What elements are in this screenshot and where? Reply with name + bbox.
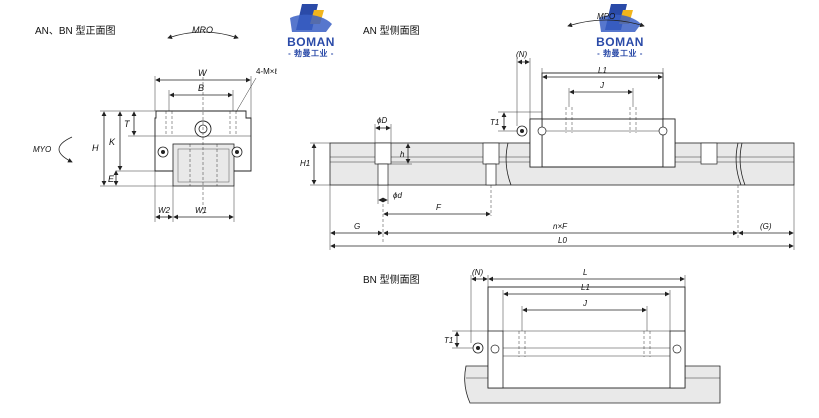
bn-block xyxy=(487,286,686,389)
label-bn-N: (N) xyxy=(472,268,483,277)
label-K: K xyxy=(109,137,116,147)
label-an-L1: L1 xyxy=(598,66,607,75)
label-G-paren: (G) xyxy=(760,222,772,231)
front-view-caption: AN、BN 型正面图 xyxy=(35,26,116,37)
front-view: MRO MYO xyxy=(33,25,277,222)
brand-name-cn: - 勃曼工业 - xyxy=(597,49,643,58)
label-an-N: (N) xyxy=(516,50,527,59)
label-B: B xyxy=(198,83,204,93)
label-T: T xyxy=(124,119,131,129)
label-bn-L: L xyxy=(583,268,587,277)
label-L0: L0 xyxy=(558,236,567,245)
label-bn-J: J xyxy=(582,299,588,308)
label-moment-ro: MRO xyxy=(192,25,213,35)
label-G: G xyxy=(354,222,360,231)
label-phid: ϕd xyxy=(393,191,402,200)
brand-logo: BOMAN - 勃曼工业 - xyxy=(272,2,350,58)
label-E: E xyxy=(108,174,115,184)
label-H: H xyxy=(92,143,99,153)
moment-yo-arrow xyxy=(58,136,73,163)
label-nxF: n×F xyxy=(553,222,568,231)
brand-name-cn: - 勃曼工业 - xyxy=(288,49,334,58)
brand-name-en: BOMAN xyxy=(596,35,644,49)
moment-ro-arrow xyxy=(167,31,239,39)
label-an-T1: T1 xyxy=(490,118,499,127)
brand-logo-2: BOMAN - 勃曼工业 - xyxy=(581,2,659,58)
an-block xyxy=(529,118,676,168)
label-W: W xyxy=(198,68,208,78)
label-phiD: ϕD xyxy=(377,116,387,125)
label-bn-T1: T1 xyxy=(444,336,453,345)
front-rail xyxy=(172,143,235,187)
label-H1: H1 xyxy=(300,159,310,168)
an-side-view: MPO xyxy=(300,12,795,250)
label-W2: W2 xyxy=(158,206,171,215)
label-h: h xyxy=(400,150,405,159)
bn-side-view-caption: BN 型侧面图 xyxy=(363,275,420,286)
label-bn-L1: L1 xyxy=(581,283,590,292)
brand-name-en: BOMAN xyxy=(287,35,335,49)
label-W1: W1 xyxy=(195,206,207,215)
bn-side-view: (N) L L1 J T1 xyxy=(444,268,721,404)
label-moment-yo: MYO xyxy=(33,145,51,154)
label-moment-po: MPO xyxy=(597,12,615,21)
label-an-J: J xyxy=(599,81,605,90)
label-F: F xyxy=(436,203,442,212)
brand-mark-icon xyxy=(290,4,332,32)
an-side-view-caption: AN 型侧面图 xyxy=(363,26,420,37)
label-thread: 4-M×ℓ xyxy=(256,67,277,76)
